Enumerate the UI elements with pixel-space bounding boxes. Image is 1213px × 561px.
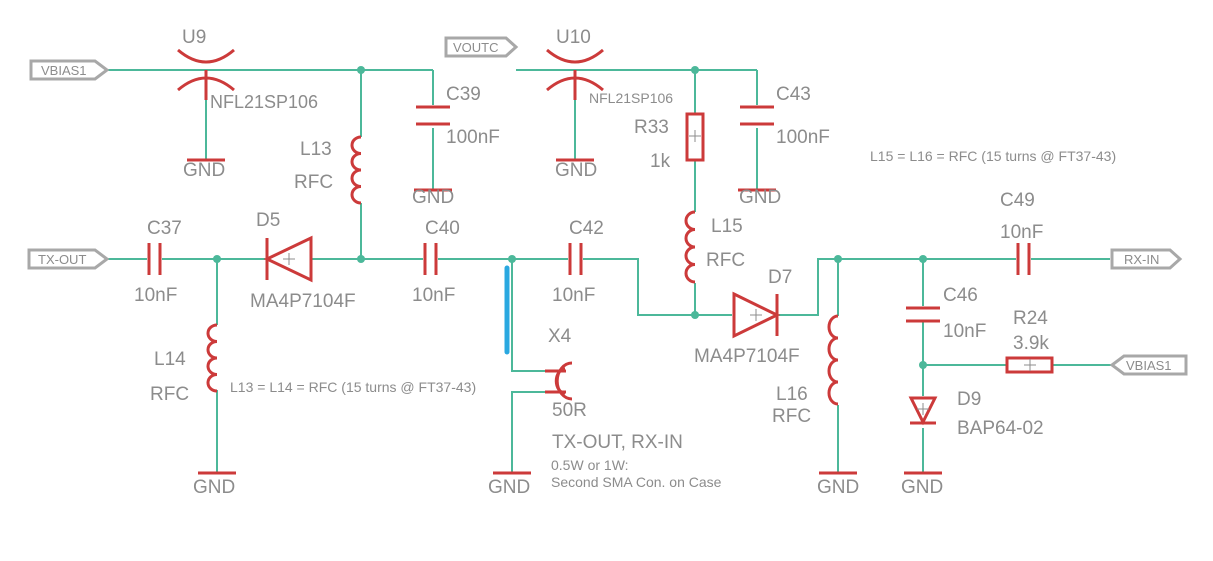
- ref: D7: [768, 267, 792, 288]
- ref: R33: [634, 117, 669, 138]
- resistor-r24: R24 3.9k: [1005, 308, 1054, 374]
- value: 100nF: [446, 127, 500, 148]
- wires: [107, 69, 1112, 473]
- note-sma-line1: 0.5W or 1W:: [551, 457, 629, 473]
- ground-l14: GND: [193, 471, 236, 498]
- note-sma-line2: Second SMA Con. on Case: [551, 474, 722, 490]
- note-l13-l14: L13 = L14 = RFC (15 turns @ FT37-43): [230, 379, 476, 395]
- port-voutc: VOUTC: [444, 36, 519, 58]
- ground-u10: GND: [555, 158, 597, 181]
- note-l15-l16: L15 = L16 = RFC (15 turns @ FT37-43): [870, 148, 1116, 164]
- gnd-label: GND: [817, 477, 859, 498]
- value: NFL21SP106: [210, 92, 318, 112]
- value: 10nF: [134, 285, 177, 306]
- port-label: VOUTC: [453, 40, 499, 55]
- gnd-label: GND: [739, 187, 781, 208]
- port-rx-in: RX-IN: [1110, 248, 1183, 270]
- inductor-l13: L13 RFC: [294, 135, 362, 205]
- capacitor-c39: C39 100nF: [416, 84, 500, 148]
- ref: C49: [1000, 190, 1035, 211]
- ref: C46: [943, 285, 978, 306]
- ref: D5: [256, 210, 280, 231]
- value: RFC: [294, 172, 333, 193]
- junctions: [213, 66, 927, 369]
- ref: C43: [776, 84, 811, 105]
- ref: L16: [776, 384, 808, 405]
- ground-l16: GND: [817, 471, 859, 498]
- ref: C42: [569, 218, 604, 239]
- value: 10nF: [1000, 222, 1043, 243]
- value: 10nF: [412, 285, 455, 306]
- value: MA4P7104F: [250, 291, 356, 312]
- ground-d9: GND: [901, 471, 943, 498]
- value: 1k: [650, 151, 671, 172]
- value: BAP64-02: [957, 418, 1044, 439]
- inductor-l15: L15 RFC: [684, 210, 745, 284]
- value: 100nF: [776, 127, 830, 148]
- ref: L15: [711, 216, 743, 237]
- ground-x4: GND: [488, 471, 531, 498]
- value: MA4P7104F: [694, 346, 800, 367]
- gnd-label: GND: [183, 160, 225, 181]
- notes: L13 = L14 = RFC (15 turns @ FT37-43) L15…: [230, 148, 1116, 490]
- capacitor-c43: C43 100nF: [740, 84, 830, 148]
- value: RFC: [706, 250, 745, 271]
- value: 10nF: [943, 321, 986, 342]
- ref: X4: [548, 326, 572, 347]
- gnd-label: GND: [488, 477, 530, 498]
- port-tx-out: TX-OUT: [27, 248, 110, 270]
- port-vbias1-right: VBIAS1: [1109, 354, 1188, 376]
- value: 10nF: [552, 285, 595, 306]
- port-label: RX-IN: [1124, 252, 1159, 267]
- port-label: VBIAS1: [1126, 358, 1172, 373]
- capacitor-c46: C46 10nF: [906, 285, 986, 342]
- ref: R24: [1013, 308, 1048, 329]
- ref: C40: [425, 218, 460, 239]
- ref: C39: [446, 84, 481, 105]
- port-vbias1-left: VBIAS1: [29, 59, 110, 81]
- capacitor-c40: C40 10nF: [412, 218, 460, 306]
- capacitor-c42: C42 10nF: [552, 218, 604, 306]
- value: 50R: [552, 400, 587, 421]
- port-label: VBIAS1: [41, 63, 87, 78]
- gnd-label: GND: [555, 160, 597, 181]
- inductor-l16: L16 RFC: [772, 314, 839, 427]
- ground-c43: GND: [738, 187, 781, 208]
- ground-u9: GND: [183, 158, 225, 181]
- value: RFC: [772, 406, 811, 427]
- value: RFC: [150, 384, 189, 405]
- ref: D9: [957, 389, 981, 410]
- filter-u10: U10 NFL21SP106: [546, 27, 673, 106]
- inductor-l14: L14 RFC: [150, 323, 218, 405]
- description: TX-OUT, RX-IN: [552, 432, 683, 453]
- filter-u9: U9 NFL21SP106: [177, 27, 318, 112]
- diode-d7: D7 MA4P7104F: [694, 267, 800, 367]
- gnd-label: GND: [901, 477, 943, 498]
- ref: U10: [556, 27, 591, 48]
- capacitor-c49: C49 10nF: [1000, 190, 1043, 275]
- ground-symbols: GND GND GND GND GND GND GND GND: [183, 158, 943, 498]
- gnd-label: GND: [193, 477, 235, 498]
- port-label: TX-OUT: [38, 252, 86, 267]
- value: NFL21SP106: [589, 90, 673, 106]
- ground-c39: GND: [412, 187, 454, 208]
- value: 3.9k: [1013, 333, 1049, 354]
- connector-x4: X4 50R TX-OUT, RX-IN: [545, 326, 683, 453]
- diode-d9: D9 BAP64-02: [908, 389, 1044, 439]
- gnd-label: GND: [412, 187, 454, 208]
- ref: L14: [154, 349, 186, 370]
- capacitor-c37: C37 10nF: [134, 218, 182, 306]
- ref: U9: [182, 27, 206, 48]
- resistor-r33: R33 1k: [634, 112, 705, 172]
- ref: L13: [300, 139, 332, 160]
- ref: C37: [147, 218, 182, 239]
- diode-d5: D5 MA4P7104F: [250, 210, 356, 312]
